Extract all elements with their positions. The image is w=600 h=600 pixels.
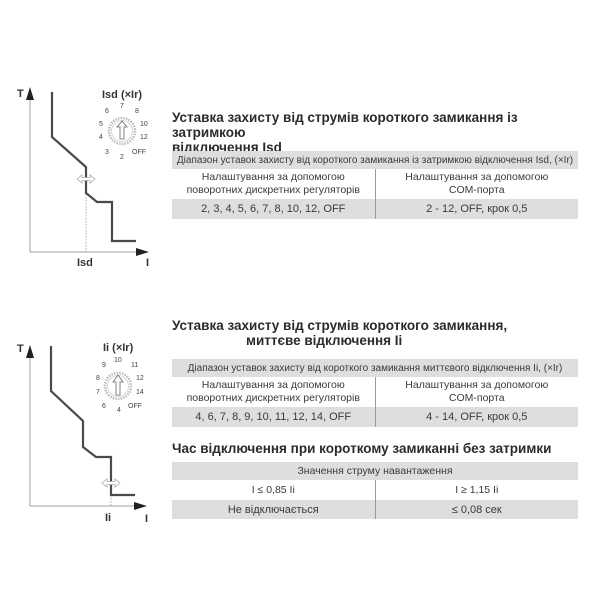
dial-pos-14: 14 [136,389,144,396]
table-header-row: Діапазон уставок захисту від короткого з… [172,151,578,169]
dial-pos-off: OFF [132,149,146,156]
isd-dial-title: Isd (×Ir) [102,89,142,101]
dial-pos-8: 8 [96,375,100,382]
y-axis-label: T [17,88,24,100]
x-axis-arrow-icon [136,248,149,256]
dial-pointer-icon [112,374,124,396]
low-current-result: Не відключається [172,500,376,519]
dial-pos-12: 12 [136,375,144,382]
com-setting-label-line2: COM-порта [448,184,505,196]
dial-pos-12: 12 [140,134,148,141]
trip-curve [50,92,136,243]
table-row: Налаштування за допомогою поворотних дис… [172,377,578,407]
isd-trip-curve-svg: T I Isd Isd (×Ir) 2 3 4 5 6 7 8 10 12 OF… [17,87,149,269]
rotary-setting-label: Налаштування за допомогою поворотних дис… [172,377,376,407]
ii-settings-table: Діапазон уставок захисту від короткого з… [172,359,578,427]
dial-pos-9: 9 [102,362,106,369]
ii-marker-label: Ii [105,512,111,524]
adjust-double-arrow-icon [76,174,96,184]
rotary-setting-label-line1: Налаштування за допомогою [201,379,345,391]
dial-pos-off: OFF [128,403,142,410]
section1-title: Уставка захисту від струмів короткого за… [172,110,592,155]
dial-pos-7: 7 [120,103,124,110]
table-header-row: Значення струму навантаження [172,462,578,480]
table-row: 4, 6, 7, 8, 9, 10, 11, 12, 14, OFF 4 - 1… [172,407,578,427]
com-setting-label-line2: COM-порта [448,392,505,404]
isd-trip-curve-diagram: T I Isd Isd (×Ir) 2 3 4 5 6 7 8 10 12 OF… [0,70,170,270]
isd-rotary-dial-icon [107,116,137,146]
dial-pos-11: 11 [131,362,138,369]
table-row: Налаштування за допомогою поворотних дис… [172,169,578,199]
table-header-cell: Значення струму навантаження [172,462,578,480]
section3-title: Час відключення при короткому замиканні … [172,441,552,456]
dial-pos-6: 6 [105,108,109,115]
y-axis-arrow-icon [26,87,34,100]
com-setting-label-line1: Налаштування за допомогою [405,379,549,391]
instant-trip-time-table: Значення струму навантаження I ≤ 0,85 Ii… [172,462,578,519]
isd-marker-label: Isd [77,257,93,269]
dial-pos-6: 6 [102,403,106,410]
low-current-condition: I ≤ 0,85 Ii [172,480,376,500]
dial-pos-10: 10 [114,357,122,364]
table-row: 2, 3, 4, 5, 6, 7, 8, 10, 12, OFF 2 - 12,… [172,199,578,219]
y-axis-label: T [17,343,24,355]
high-current-condition: I ≥ 1,15 Ii [455,483,499,496]
x-axis-label: I [146,257,149,269]
rotary-setting-value: 4, 6, 7, 8, 9, 10, 11, 12, 14, OFF [172,407,376,427]
section1-title-line1: Уставка захисту від струмів короткого за… [172,110,518,140]
table-row: Не відключається ≤ 0,08 сек [172,500,578,519]
x-axis-label: I [145,513,148,525]
adjust-double-arrow-icon [101,478,121,488]
section2-title-line1: Уставка захисту від струмів короткого за… [172,318,508,333]
dial-pos-4: 4 [117,407,121,414]
rotary-setting-label-line2: поворотних дискретних регуляторів [186,392,360,404]
table-header-cell: Діапазон уставок захисту від короткого з… [172,151,578,169]
y-axis-arrow-icon [26,345,34,358]
com-setting-label-line1: Налаштування за допомогою [405,171,549,183]
com-setting-label: Налаштування за допомогою COM-порта [375,169,578,199]
rotary-setting-label-line2: поворотних дискретних регуляторів [186,184,360,196]
table-header-row: Діапазон уставок захисту від короткого з… [172,359,578,377]
rotary-setting-label: Налаштування за допомогою поворотних дис… [172,169,376,199]
dial-pos-2: 2 [120,154,124,161]
rotary-setting-label-line1: Налаштування за допомогою [201,171,345,183]
section2-title: Уставка захисту від струмів короткого за… [172,318,592,348]
dial-pos-8: 8 [135,108,139,115]
ii-dial-title: Ii (×Ir) [103,342,134,354]
ii-rotary-dial-icon [103,371,133,401]
dial-pos-7: 7 [96,389,100,396]
dial-pos-3: 3 [105,149,109,156]
ii-trip-curve-svg: T I Ii Ii (×Ir) 4 6 7 8 9 10 11 12 14 OF… [17,342,148,525]
dial-pos-4: 4 [99,134,103,141]
isd-settings-table: Діапазон уставок захисту від короткого з… [172,151,578,219]
trip-curve [49,346,135,497]
high-current-result: ≤ 0,08 сек [375,500,578,519]
x-axis-arrow-icon [134,502,147,510]
ii-trip-curve-diagram: T I Ii Ii (×Ir) 4 6 7 8 9 10 11 12 14 OF… [0,330,170,530]
dial-pointer-icon [116,120,128,140]
com-setting-value: 4 - 14, OFF, крок 0,5 [375,407,578,427]
dial-pos-5: 5 [99,121,103,128]
section2-title-line2: миттєве відключення Ii [246,333,403,348]
table-header-cell: Діапазон уставок захисту від короткого з… [172,359,578,377]
rotary-setting-value: 2, 3, 4, 5, 6, 7, 8, 10, 12, OFF [172,199,376,219]
table-row: I ≤ 0,85 Ii I ≥ 1,15 Ii [172,480,578,500]
com-setting-value: 2 - 12, OFF, крок 0,5 [375,199,578,219]
dial-pos-10: 10 [140,121,148,128]
com-setting-label: Налаштування за допомогою COM-порта [375,377,578,407]
